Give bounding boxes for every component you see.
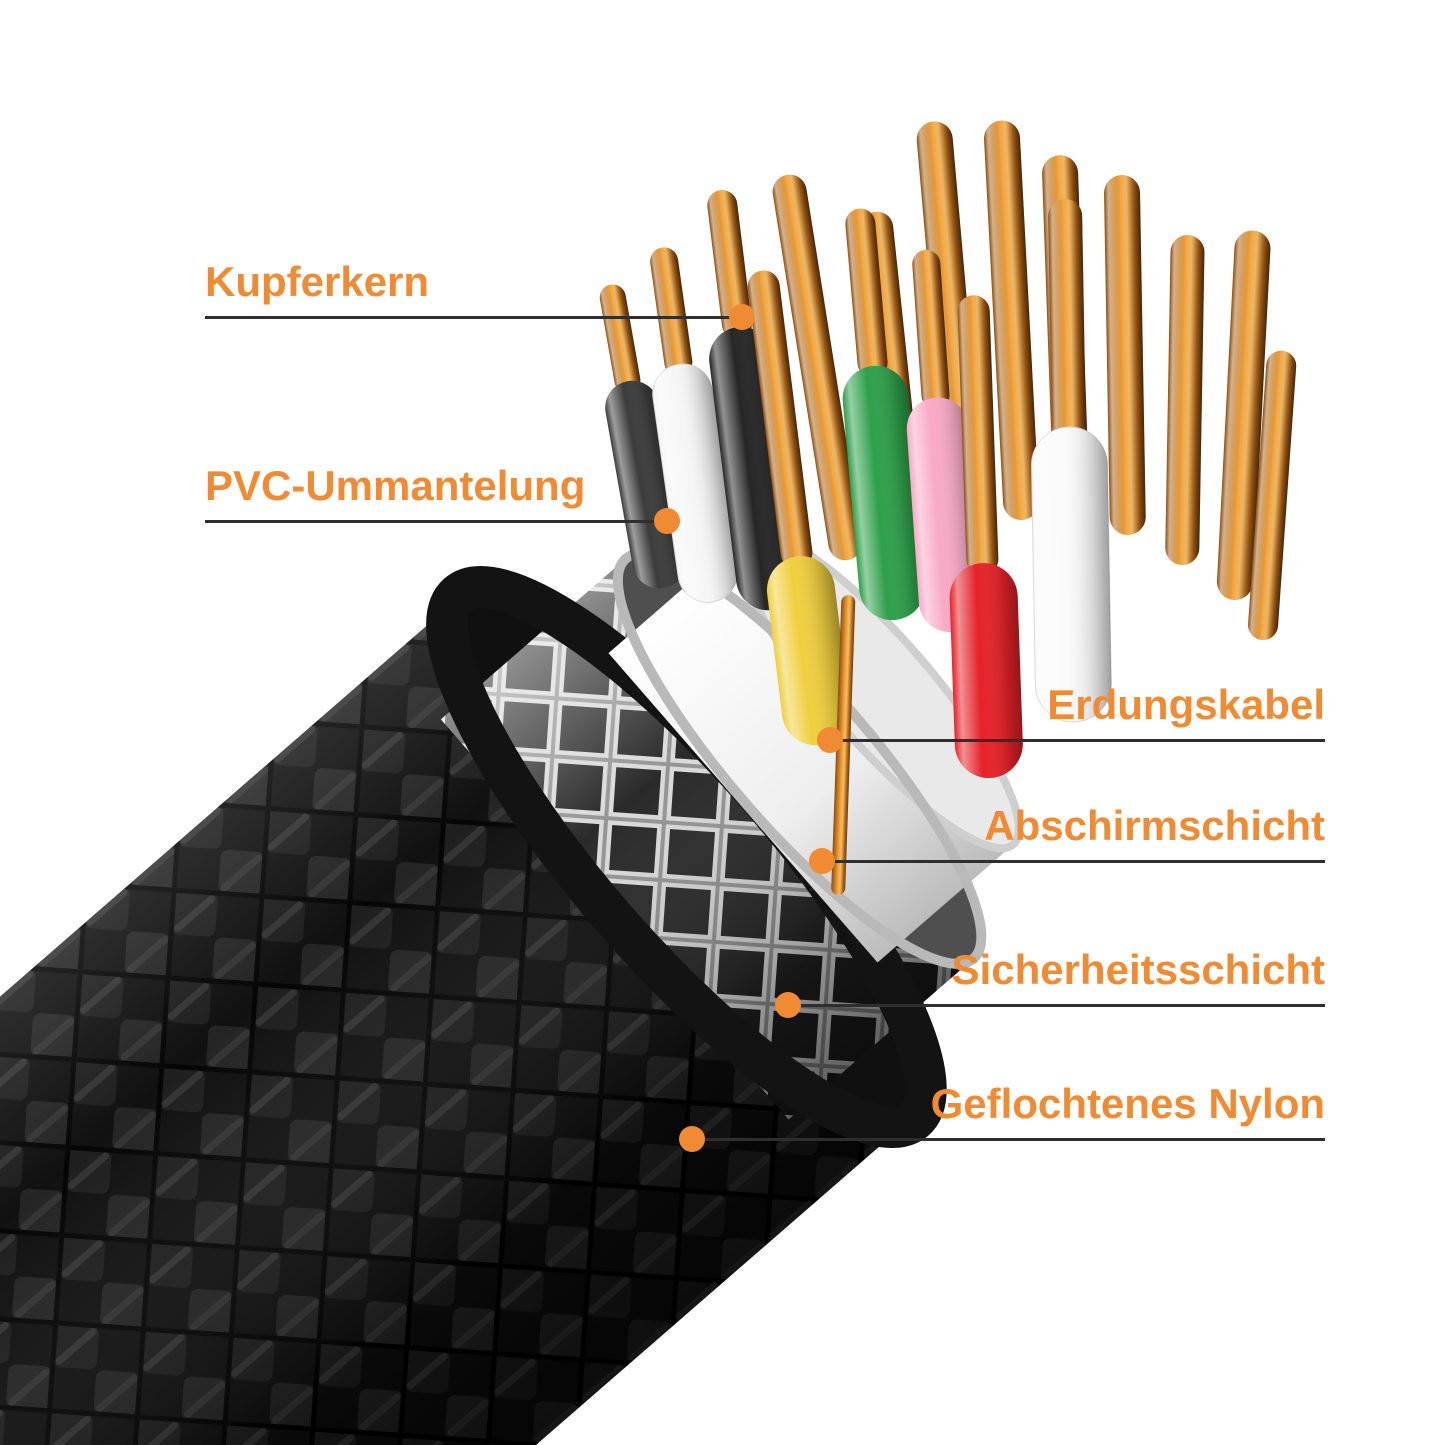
callout-dot bbox=[654, 508, 680, 535]
callout-label: PVC-Ummantelung bbox=[205, 462, 586, 509]
callout-label: Kupferkern bbox=[205, 258, 430, 305]
callout-erdungskabel: Erdungskabel bbox=[817, 681, 1325, 754]
wire-darkgray bbox=[599, 284, 687, 589]
callout-sicherheitsschicht: Sicherheitsschicht bbox=[775, 946, 1325, 1019]
callout-label: Geflochtenes Nylon bbox=[930, 1080, 1325, 1127]
wire-yellow bbox=[747, 270, 850, 746]
callout-dot bbox=[679, 1126, 705, 1153]
callout-line bbox=[679, 1126, 1325, 1153]
callout-line bbox=[775, 992, 1325, 1019]
callout-dot bbox=[817, 727, 843, 754]
callout-dot bbox=[775, 992, 801, 1019]
callout-line bbox=[205, 508, 680, 535]
wire-pink bbox=[906, 249, 981, 633]
callout-line bbox=[817, 727, 1325, 754]
callout-dot bbox=[809, 848, 835, 875]
callout-dot bbox=[729, 304, 755, 331]
callout-abschirmschicht: Abschirmschicht bbox=[809, 802, 1325, 875]
callout-pvc-ummantelung: PVC-Ummantelung bbox=[205, 462, 680, 535]
callout-label: Sicherheitsschicht bbox=[951, 946, 1325, 993]
callout-line bbox=[205, 304, 755, 331]
wire-green bbox=[842, 208, 926, 621]
inner-pvc-sheath bbox=[608, 531, 1019, 963]
jacket-shading bbox=[0, 586, 928, 1445]
callout-line bbox=[809, 848, 1325, 875]
ground-wire bbox=[831, 595, 856, 896]
shield-mesh-shading bbox=[440, 553, 982, 1120]
wire-white-small bbox=[650, 247, 739, 603]
wire-red bbox=[949, 295, 1023, 779]
callout-label: Erdungskabel bbox=[1047, 681, 1325, 728]
insulated-wires bbox=[599, 190, 1112, 896]
callout-geflochtenes-nylon: Geflochtenes Nylon bbox=[679, 1080, 1325, 1153]
callout-kupferkern: Kupferkern bbox=[205, 258, 755, 331]
wire-white-large bbox=[1031, 199, 1112, 723]
callout-label: Abschirmschicht bbox=[984, 802, 1325, 849]
